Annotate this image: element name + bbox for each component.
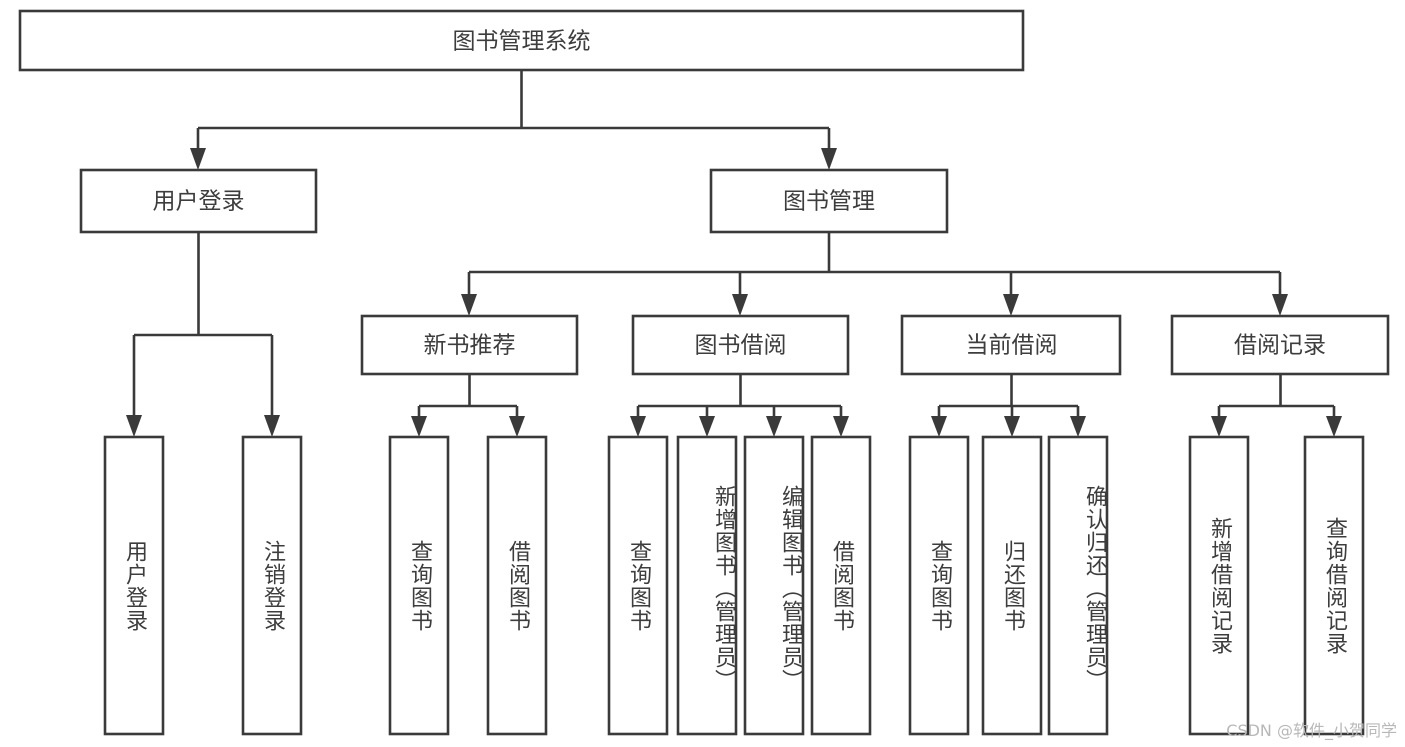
arrow-newbook-to-leaf2: [509, 416, 525, 437]
leaf-query-book-current[interactable]: 查询图书: [908, 435, 970, 736]
arrow-record-to-leaf2: [1326, 416, 1342, 437]
leaf-borrow-book-borrow-textwrap: 借阅图书: [828, 539, 854, 632]
node-borrow-record-box: [1170, 314, 1390, 376]
leaf-return-book-textwrap: 归还图书: [999, 539, 1025, 632]
leaf-confirm-return-admin[interactable]: 确认归还（管理员）: [1047, 435, 1109, 736]
leaf-edit-book-admin-box: [743, 435, 805, 736]
leaf-query-book-borrow-label: 查询图书: [625, 539, 651, 632]
node-new-book-recommend-box: [360, 314, 579, 376]
arrow-borrow-to-leaf1: [630, 416, 646, 437]
arrow-borrow-to-leaf2: [699, 416, 715, 437]
leaf-query-book-current-box: [908, 435, 970, 736]
arrow-userlogin-to-leaf2: [264, 415, 280, 437]
node-root-system-box: [18, 9, 1025, 72]
arrow-bookmgmt-to-current: [1003, 294, 1019, 316]
leaf-add-borrow-record-textwrap: 新增借阅记录: [1206, 516, 1232, 655]
leaf-query-book-newbook-textwrap: 查询图书: [406, 539, 432, 632]
node-user-login[interactable]: 用户登录: [79, 168, 318, 234]
leaf-confirm-return-admin-textwrap: 确认归还（管理员）: [1082, 485, 1107, 692]
node-borrow-record[interactable]: 借阅记录: [1170, 314, 1390, 376]
leaf-return-book-label: 归还图书: [999, 539, 1025, 632]
leaf-query-book-borrow-textwrap: 查询图书: [625, 539, 651, 632]
arrow-bookmgmt-to-newbook: [461, 294, 477, 316]
leaf-query-borrow-record[interactable]: 查询借阅记录: [1303, 435, 1365, 736]
leaf-user-login[interactable]: 用户登录: [103, 435, 165, 736]
node-borrow-record-label: 借阅记录: [1234, 333, 1326, 359]
leaf-query-book-current-textwrap: 查询图书: [926, 539, 952, 632]
node-book-management[interactable]: 图书管理: [709, 168, 949, 234]
leaf-add-book-admin[interactable]: 新增图书（管理员）: [676, 435, 738, 736]
arrow-current-to-leaf3: [1070, 416, 1086, 437]
node-book-borrow-box: [631, 314, 850, 376]
leaf-confirm-return-admin-box: [1047, 435, 1109, 736]
arrow-bookmgmt-to-record: [1272, 294, 1288, 316]
leaf-logout-box: [241, 435, 303, 736]
leaf-borrow-book-borrow[interactable]: 借阅图书: [810, 435, 872, 736]
leaf-edit-book-admin[interactable]: 编辑图书（管理员）: [743, 435, 805, 736]
leaf-query-borrow-record-textwrap: 查询借阅记录: [1321, 516, 1347, 655]
leaf-confirm-return-admin-label: 确认归还（管理员）: [1082, 485, 1107, 692]
arrow-root-to-user-login: [190, 148, 206, 170]
leaf-borrow-book-newbook[interactable]: 借阅图书: [486, 435, 548, 736]
node-book-management-label: 图书管理: [783, 189, 875, 215]
arrow-current-to-leaf2: [1004, 416, 1020, 437]
connector-layer: [126, 70, 1342, 437]
leaf-query-book-newbook-label: 查询图书: [406, 539, 432, 632]
leaf-borrow-book-newbook-box: [486, 435, 548, 736]
leaf-add-book-admin-label: 新增图书（管理员）: [711, 485, 736, 692]
arrow-bookmgmt-to-borrow: [732, 294, 748, 316]
node-root-system-label: 图书管理系统: [453, 29, 591, 55]
node-book-borrow-label: 图书借阅: [695, 333, 787, 359]
node-current-borrow[interactable]: 当前借阅: [900, 314, 1122, 376]
arrow-borrow-to-leaf4: [833, 416, 849, 437]
leaf-borrow-book-newbook-label: 借阅图书: [504, 539, 530, 632]
leaf-query-borrow-record-box: [1303, 435, 1365, 736]
arrow-current-to-leaf1: [931, 416, 947, 437]
node-user-login-label: 用户登录: [153, 189, 245, 215]
leaf-logout-textwrap: 注销登录: [259, 539, 285, 632]
leaf-edit-book-admin-textwrap: 编辑图书（管理员）: [778, 485, 803, 692]
arrow-record-to-leaf1: [1211, 416, 1227, 437]
leaf-query-book-newbook[interactable]: 查询图书: [388, 435, 450, 736]
leaf-add-book-admin-textwrap: 新增图书（管理员）: [711, 485, 736, 692]
leaf-borrow-book-borrow-box: [810, 435, 872, 736]
node-new-book-recommend-label: 新书推荐: [424, 333, 516, 359]
node-root-system[interactable]: 图书管理系统: [18, 9, 1025, 72]
node-book-management-box: [709, 168, 949, 234]
leaf-query-book-newbook-box: [388, 435, 450, 736]
leaf-user-login-label: 用户登录: [121, 539, 147, 632]
arrow-root-to-book-mgmt: [821, 148, 837, 170]
leaf-return-book-box: [981, 435, 1043, 736]
node-user-login-box: [79, 168, 318, 234]
leaf-add-borrow-record[interactable]: 新增借阅记录: [1188, 435, 1250, 736]
leaf-edit-book-admin-label: 编辑图书（管理员）: [778, 485, 803, 692]
leaf-add-borrow-record-box: [1188, 435, 1250, 736]
arrow-newbook-to-leaf1: [411, 416, 427, 437]
node-new-book-recommend[interactable]: 新书推荐: [360, 314, 579, 376]
leaf-logout[interactable]: 注销登录: [241, 435, 303, 736]
arrow-userlogin-to-leaf1: [126, 415, 142, 437]
leaf-logout-label: 注销登录: [259, 539, 285, 632]
leaf-add-borrow-record-label: 新增借阅记录: [1206, 516, 1232, 655]
node-current-borrow-label: 当前借阅: [966, 333, 1058, 359]
leaf-borrow-book-borrow-label: 借阅图书: [828, 539, 854, 632]
leaf-user-login-box: [103, 435, 165, 736]
leaf-user-login-textwrap: 用户登录: [121, 539, 147, 632]
leaf-borrow-book-newbook-textwrap: 借阅图书: [504, 539, 530, 632]
leaf-add-book-admin-box: [676, 435, 738, 736]
leaf-return-book[interactable]: 归还图书: [981, 435, 1043, 736]
leaf-query-book-current-label: 查询图书: [926, 539, 952, 632]
arrow-borrow-to-leaf3: [766, 416, 782, 437]
node-current-borrow-box: [900, 314, 1122, 376]
leaf-query-borrow-record-label: 查询借阅记录: [1321, 516, 1347, 655]
node-book-borrow[interactable]: 图书借阅: [631, 314, 850, 376]
leaf-query-book-borrow-box: [607, 435, 669, 736]
leaf-query-book-borrow[interactable]: 查询图书: [607, 435, 669, 736]
